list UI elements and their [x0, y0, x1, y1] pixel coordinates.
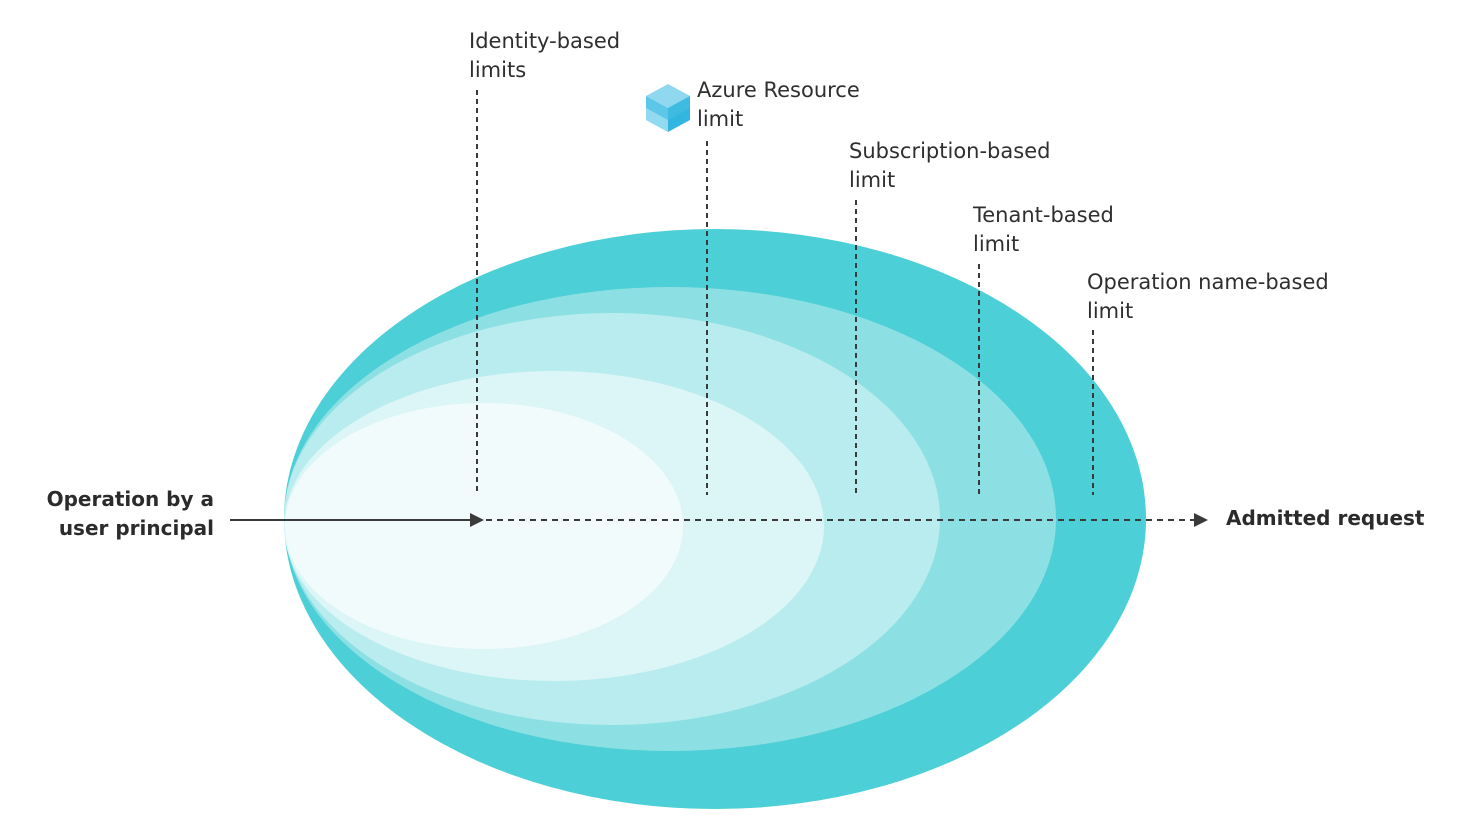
operation-limit-label: Operation name-based limit: [1087, 268, 1329, 326]
tenant-limit-label-line-2: limit: [973, 232, 1020, 256]
subscription-limit-label-line-1: Subscription-based: [849, 139, 1051, 163]
identity-limit-label-line-1: Identity-based: [469, 29, 621, 53]
operation-limit-label-line-1: Operation name-based: [1087, 270, 1329, 294]
identity-layer: [285, 403, 683, 649]
subscription-limit-label: Subscription-based limit: [849, 137, 1050, 195]
input-label: Operation by a user principal: [20, 485, 214, 543]
identity-limit-label-line-2: limits: [469, 58, 527, 82]
resource-limit-label: Azure Resource limit: [697, 76, 860, 134]
outgoing-arrowhead: [1194, 513, 1208, 527]
output-label: Admitted request: [1226, 506, 1425, 530]
azure-resource-cube-icon: [646, 84, 690, 132]
tenant-limit-label-line-1: Tenant-based: [973, 203, 1114, 227]
subscription-limit-label-line-2: limit: [849, 168, 896, 192]
identity-limit-label: Identity-based limits: [469, 27, 620, 85]
resource-limit-label-line-2: limit: [697, 107, 744, 131]
operation-limit-label-line-2: limit: [1087, 299, 1134, 323]
tenant-limit-label: Tenant-based limit: [973, 201, 1114, 259]
resource-limit-label-line-1: Azure Resource: [697, 78, 860, 102]
incoming-arrowhead: [470, 513, 484, 527]
input-label-line-2: user principal: [58, 516, 214, 540]
input-label-line-1: Operation by a: [46, 487, 214, 511]
